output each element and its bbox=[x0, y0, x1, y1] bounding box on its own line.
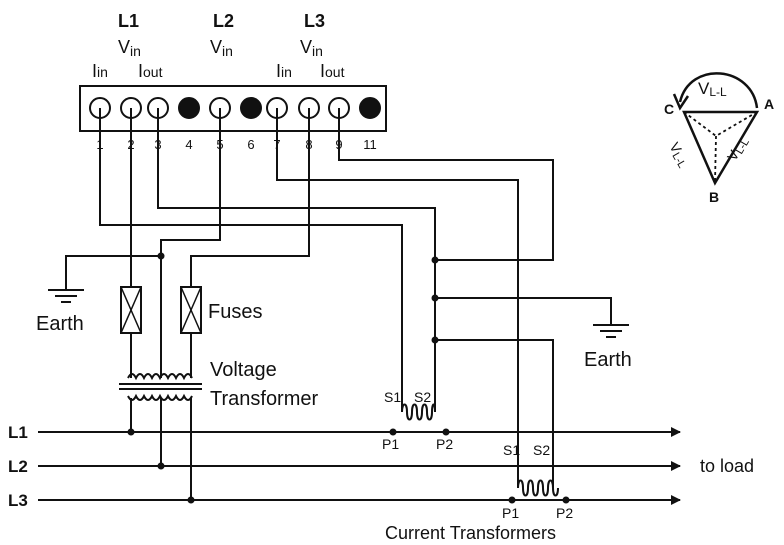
earth-left: Earth bbox=[36, 289, 84, 335]
ct2-p1-dot bbox=[508, 496, 516, 504]
vertex-a-label: A bbox=[764, 96, 774, 112]
earth-right: Earth bbox=[584, 324, 632, 371]
wire-t5-vt bbox=[160, 108, 221, 256]
line-label-l2: L2 bbox=[8, 457, 28, 476]
header-labels: L1 L2 L3 Vin Vin Vin Iin Iout Iin Iout bbox=[92, 11, 345, 81]
wire-earth-left bbox=[65, 255, 161, 290]
earth-icon bbox=[593, 324, 629, 338]
vertex-b-label: B bbox=[709, 189, 719, 205]
terminal-blank bbox=[359, 97, 381, 119]
terminal-blank bbox=[178, 97, 200, 119]
star-dotted-line bbox=[715, 111, 758, 137]
current-transformer-2: S1 S2 P1 P2 bbox=[502, 442, 573, 521]
ct2-p1-label: P1 bbox=[502, 505, 519, 521]
vll-top-label: VL-L bbox=[698, 79, 727, 99]
ct1-p1-label: P1 bbox=[382, 436, 399, 452]
terminal-blank bbox=[240, 97, 262, 119]
junction-dot bbox=[431, 294, 439, 302]
ct1-p1-dot bbox=[389, 428, 397, 436]
line-label-l3: L3 bbox=[8, 491, 28, 510]
line-label-l1: L1 bbox=[8, 423, 28, 442]
ct2-s1-label: S1 bbox=[503, 442, 520, 458]
ct1-s2-label: S2 bbox=[414, 389, 431, 405]
voltage-arc-icon bbox=[678, 72, 759, 109]
voltage-transformer: Voltage Transformer bbox=[119, 359, 319, 410]
to-load-label: to load bbox=[700, 456, 754, 476]
wire-ct2-s2 bbox=[435, 339, 554, 488]
fuses: Fuses bbox=[120, 286, 262, 334]
wire-t7-ct2-s1 bbox=[276, 108, 519, 488]
junction-dot bbox=[431, 336, 439, 344]
vin-label-l1: Vin bbox=[118, 37, 141, 59]
wire-t1-ct1-s1 bbox=[99, 108, 403, 412]
vin-label-l3: Vin bbox=[300, 37, 323, 59]
vt-label-line1: Voltage bbox=[210, 359, 277, 381]
fuses-label: Fuses bbox=[208, 301, 262, 323]
earth-right-label: Earth bbox=[584, 349, 632, 371]
ct2-p2-dot bbox=[562, 496, 570, 504]
vertex-c-label: C bbox=[664, 101, 674, 117]
ct2-p2-label: P2 bbox=[556, 505, 573, 521]
iout-label-l3: Iout bbox=[320, 61, 345, 81]
delta-diagram: C A B VL-L VL-L VL-L bbox=[664, 72, 774, 205]
ct1-p2-label: P2 bbox=[436, 436, 453, 452]
terminal-number: 6 bbox=[247, 137, 254, 152]
ct1-coil-icon bbox=[401, 403, 436, 421]
fuse-1 bbox=[120, 286, 142, 334]
phase-label-l1: L1 bbox=[118, 11, 139, 31]
wire-earth-right bbox=[435, 297, 612, 325]
wire-t3-ct1-s2 bbox=[157, 108, 436, 412]
earth-icon bbox=[48, 289, 84, 303]
ct2-s2-label: S2 bbox=[533, 442, 550, 458]
ct-caption: Current Transformers bbox=[385, 523, 556, 543]
arc-arrowhead-icon bbox=[672, 93, 690, 111]
wire-t9-common bbox=[338, 108, 554, 261]
fuse-2 bbox=[180, 286, 202, 334]
earth-left-label: Earth bbox=[36, 313, 84, 335]
current-transformer-1: S1 S2 P1 P2 bbox=[382, 389, 453, 452]
delta-triangle bbox=[682, 110, 760, 186]
terminal-number: 11 bbox=[363, 137, 377, 152]
vt-secondary-coil bbox=[127, 393, 193, 401]
junction-dot bbox=[431, 256, 439, 264]
vt-primary-coil bbox=[127, 373, 193, 381]
vin-label-l2: Vin bbox=[210, 37, 233, 59]
main-lines: L1 L2 L3 to load bbox=[8, 423, 754, 510]
junction-dot bbox=[157, 252, 165, 260]
star-dotted-line bbox=[683, 111, 717, 137]
iout-label-l1: Iout bbox=[138, 61, 163, 81]
wiring bbox=[65, 108, 612, 504]
iin-label-l1: Iin bbox=[92, 61, 108, 81]
star-dotted-line bbox=[714, 135, 717, 184]
vll-left-label: VL-L bbox=[665, 140, 693, 171]
terminal-sockets bbox=[89, 97, 381, 119]
phase-label-l3: L3 bbox=[304, 11, 325, 31]
terminal-number: 4 bbox=[185, 137, 192, 152]
ct1-s1-label: S1 bbox=[384, 389, 401, 405]
vt-label-line2: Transformer bbox=[210, 388, 319, 410]
iin-label-l3: Iin bbox=[276, 61, 292, 81]
ct2-coil-icon bbox=[517, 479, 559, 497]
ct1-p2-dot bbox=[442, 428, 450, 436]
wire-t8-fuse2 bbox=[190, 108, 310, 287]
phase-label-l2: L2 bbox=[213, 11, 234, 31]
